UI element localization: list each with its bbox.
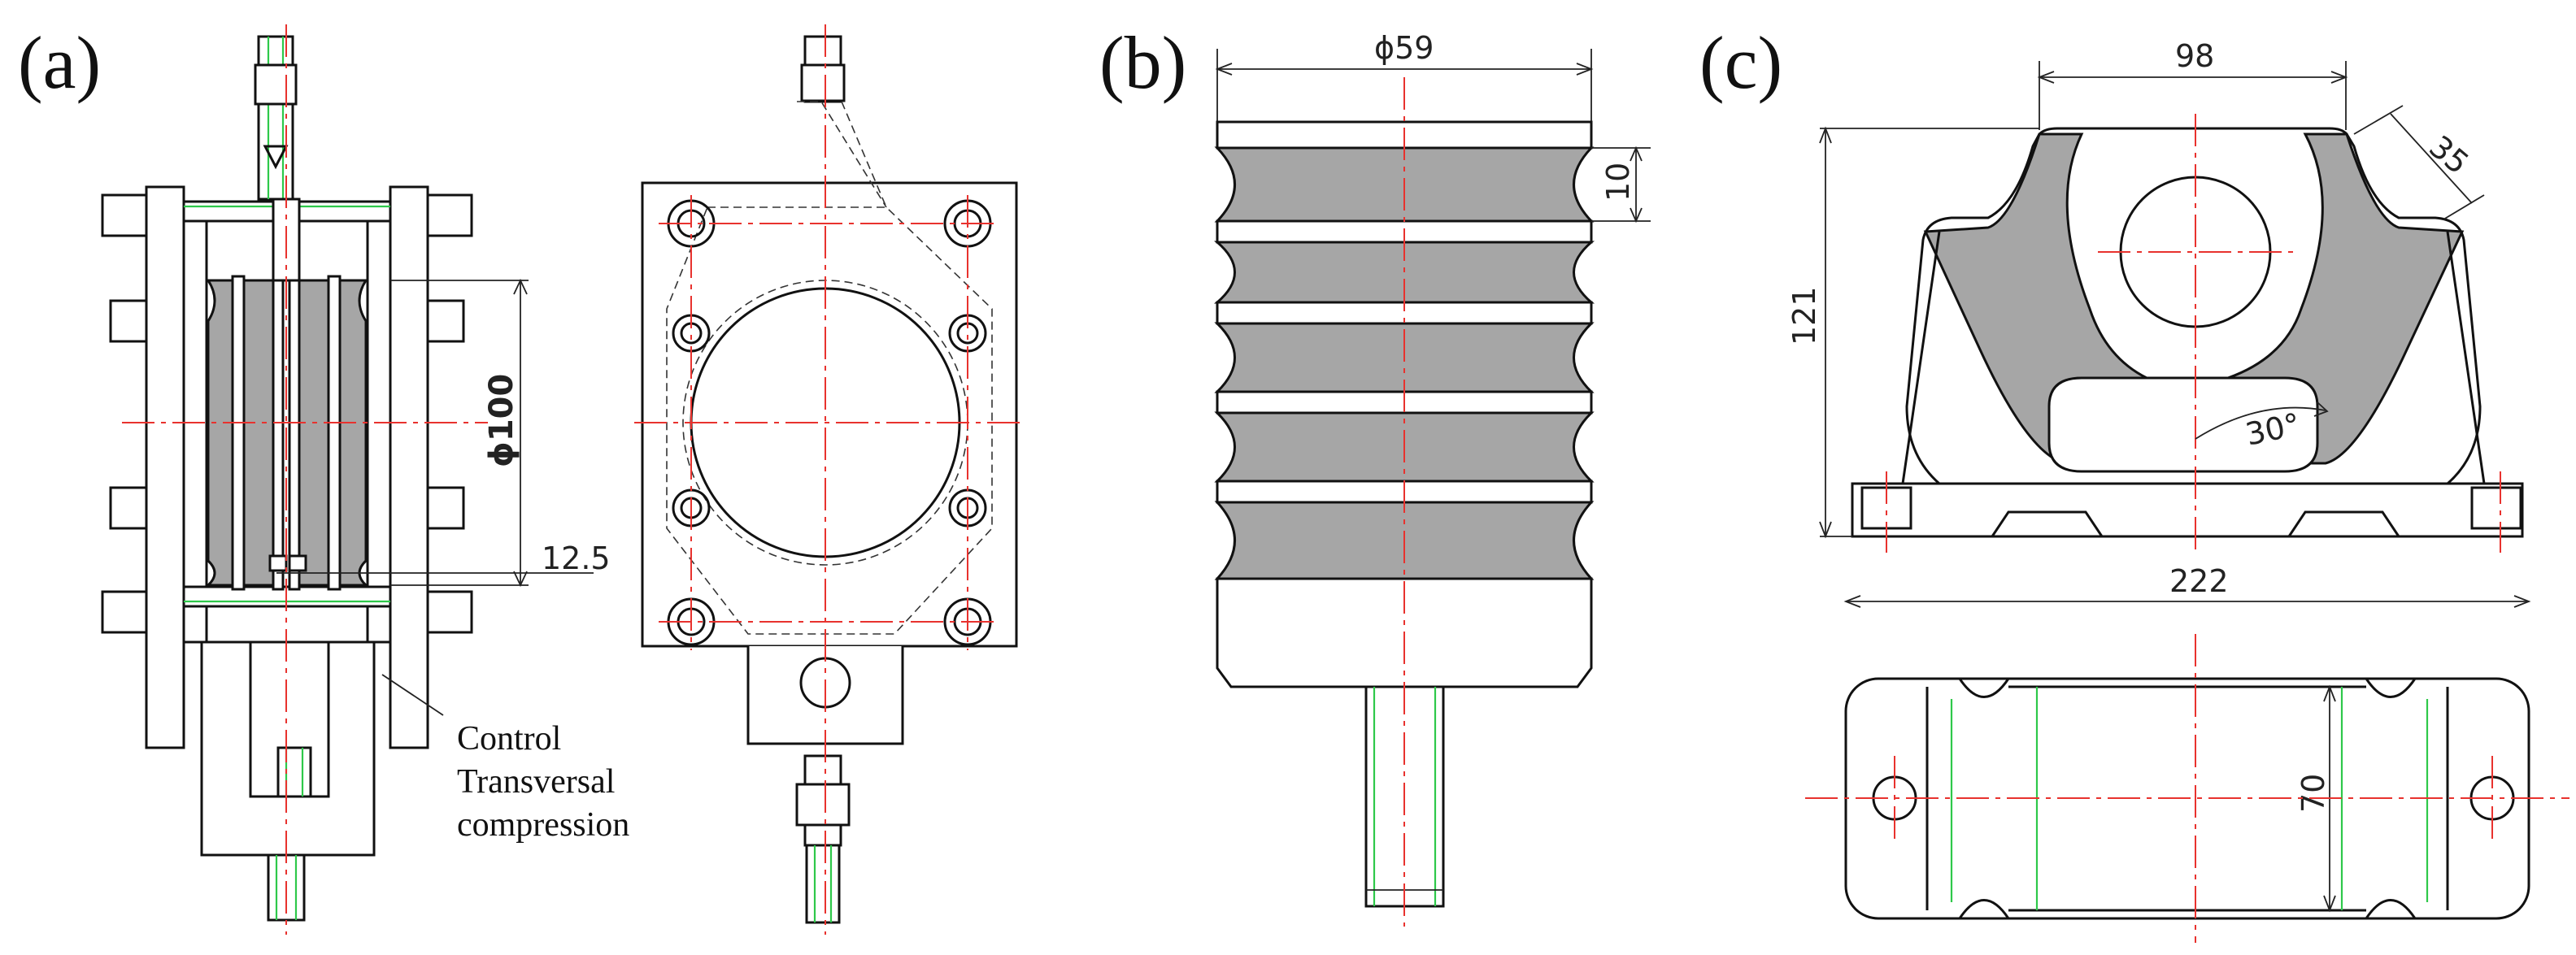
dim-70: 70 [2295,774,2331,813]
panel-c-elevation: 98 35 [1786,38,2524,553]
dim-12-5: 12.5 [542,540,611,576]
panel-c-plan: 222 70 [1805,563,2569,943]
panel-a-label: (a) [18,21,101,104]
note-transversal: Transversal [457,763,615,801]
panel-b-label: (b) [1099,21,1186,104]
panel-c: (c) 98 [1699,21,2569,943]
panel-a-side-view: ϕ100 12.5 Control Transversal compressio… [101,24,629,935]
dim-phi100: ϕ100 [483,374,520,467]
dim-98: 98 [2175,38,2214,74]
panel-a-front-view [634,24,1025,935]
panel-c-label: (c) [1699,21,1782,104]
dim-10: 10 [1600,163,1636,202]
dim-222: 222 [2169,563,2229,599]
panel-b: (b) ϕ59 10 [1099,21,1651,927]
dim-35: 35 [2422,128,2475,181]
note-control: Control [457,720,561,757]
note-compression: compression [457,806,629,844]
dim-121: 121 [1786,286,1822,345]
panel-a: (a) [18,21,1025,935]
dim-phi59: ϕ59 [1374,30,1434,66]
